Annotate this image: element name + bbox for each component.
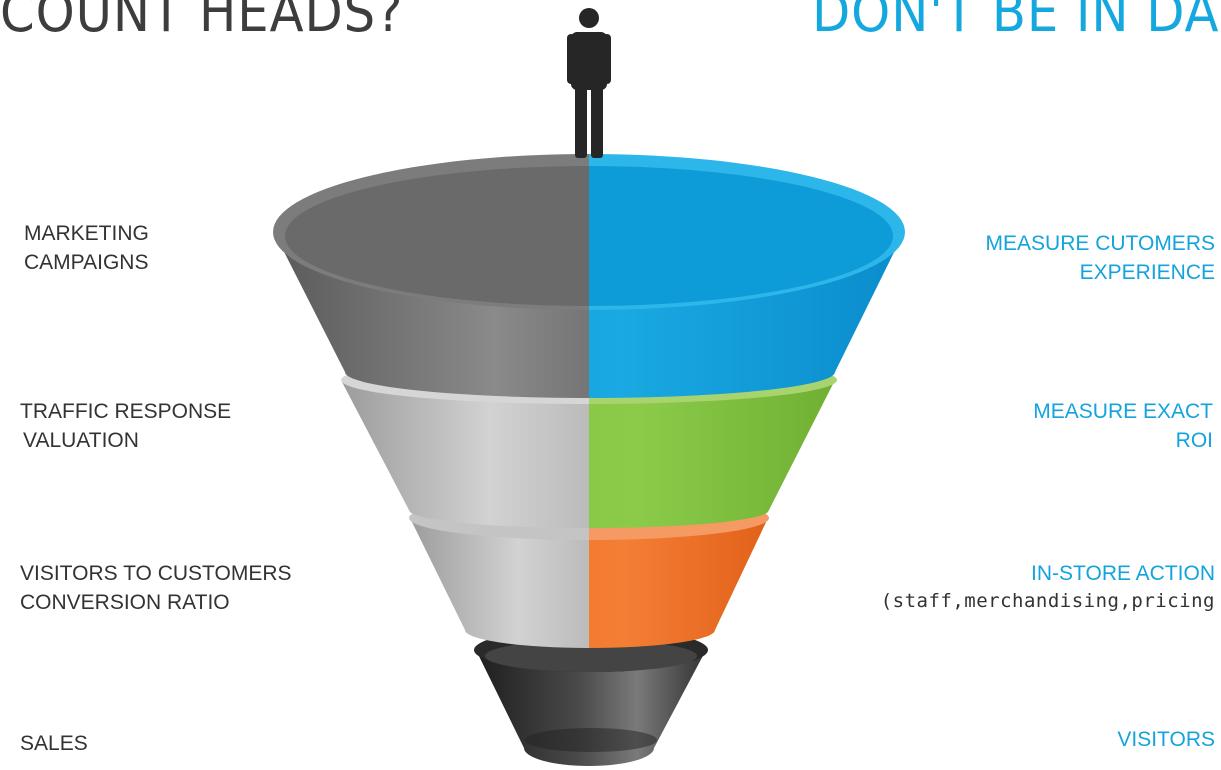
person-icon [567,8,611,158]
label-in-store-action: IN-STORE ACTION (staff,merchandising,pri… [881,560,1215,614]
funnel-tier-4 [474,628,708,766]
label-line: (staff,merchandising,pricing [880,589,1215,612]
label-measure-roi: MEASURE EXACT ROI [1033,398,1213,455]
label-marketing-campaigns: MARKETING CAMPAIGNS [24,220,149,277]
label-line: VALUATION [23,428,139,452]
label-visitors-to-customers: VISITORS TO CUSTOMERS CONVERSION RATIO [20,560,292,617]
label-line: VISITORS TO CUSTOMERS [20,562,292,585]
label-line: CAMPAIGNS [24,250,149,274]
label-sales: SALES [20,730,88,759]
label-line: EXPERIENCE [1079,260,1215,284]
headline-right: DON'T BE IN DA [812,0,1220,44]
label-measure-customers: MEASURE CUTOMERS EXPERIENCE [986,230,1215,287]
label-line: MEASURE EXACT [1033,400,1213,423]
label-line: IN-STORE ACTION [1031,562,1215,585]
label-line: MARKETING [24,222,149,245]
label-line: SALES [20,732,88,755]
headline-left: COUNT HEADS? [0,0,404,44]
label-traffic-response: TRAFFIC RESPONSE VALUATION [20,398,231,455]
label-line: MEASURE CUTOMERS [985,232,1215,255]
label-visitors: VISITORS [1117,726,1215,755]
label-line: ROI [1175,428,1213,452]
label-line: VISITORS [1117,728,1215,751]
label-line: CONVERSION RATIO [20,590,230,614]
funnel-tier-1 [273,154,905,398]
label-line: TRAFFIC RESPONSE [20,400,232,423]
